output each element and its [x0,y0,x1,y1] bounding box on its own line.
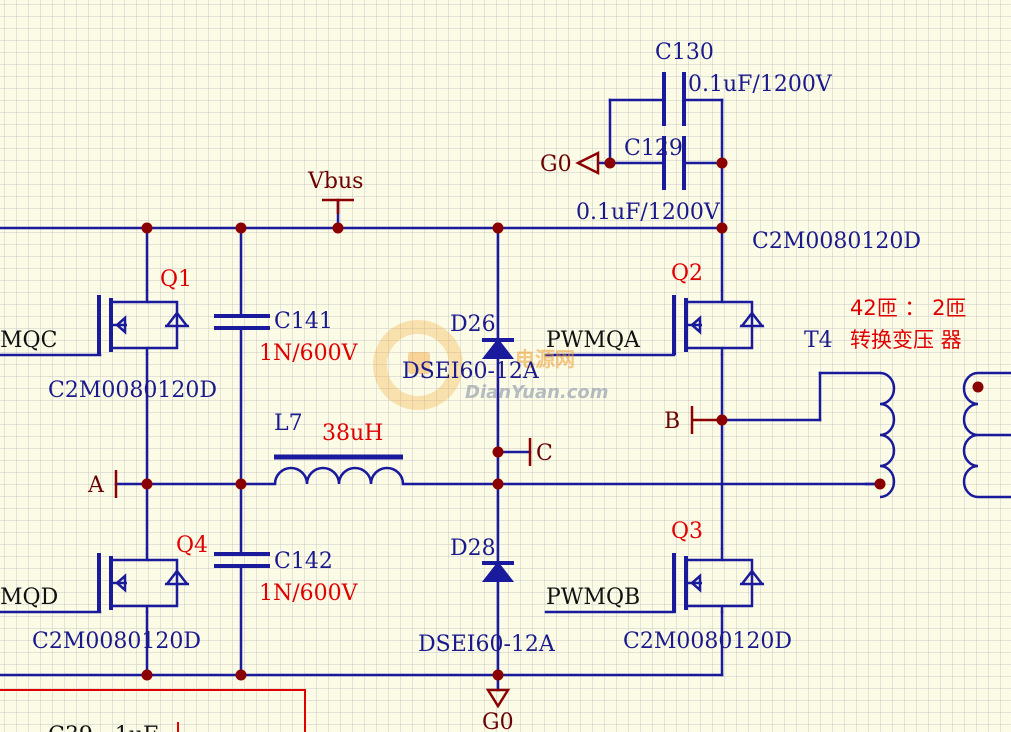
label-q1-ref: Q1 [160,267,192,292]
label-q2-ref: Q2 [671,261,703,286]
label-q2-part-top: C2M0080120D [752,229,921,254]
label-pwmqd: MQD [0,585,58,610]
watermark-url: DianYuan.com [465,382,609,403]
capacitor-c142[interactable] [214,552,270,568]
mosfet-q4[interactable] [97,548,190,613]
label-d28-ref: D28 [450,536,496,561]
transformer-t4[interactable] [866,371,1011,499]
label-q3-part: C2M0080120D [623,629,792,654]
label-c142-value: 1N/600V [259,581,359,606]
label-transformer-ratio: 42匝 ： 2匝 [850,296,966,320]
mosfet-q3[interactable] [672,548,765,613]
label-c141-value: 1N/600V [259,341,359,366]
label-transformer-desc: 转换变压 器 [850,328,962,352]
red-wires [0,689,306,732]
capacitor-c129[interactable] [662,136,686,190]
label-pwmqb: PWMQB [546,585,640,610]
mosfet-q2[interactable] [672,290,765,355]
label-q1-part: C2M0080120D [48,378,217,403]
label-vbus: Vbus [307,169,363,194]
capacitor-c141[interactable] [214,314,270,330]
label-g0-bottom: G0 [482,710,514,732]
label-d26-ref: D26 [450,312,496,337]
label-q4-part: C2M0080120D [32,629,201,654]
label-pwmqc: MQC [0,328,57,353]
inductor-l7[interactable] [273,454,405,485]
label-pwmqa: PWMQA [546,328,641,353]
label-q4-ref: Q4 [176,533,208,558]
label-c129-ref: C129 [624,136,683,161]
wires [0,98,882,692]
label-net-c: C [536,441,553,466]
label-net-b: B [664,409,680,434]
mosfet-q1[interactable] [97,290,190,355]
diode-d28[interactable] [481,561,515,582]
watermark-site: 电源网 [515,347,575,371]
label-c130-value: 0.1uF/1200V [688,72,833,97]
label-c130-ref: C130 [655,40,714,65]
watermark-logo [373,320,463,410]
port-g0-bottom [485,688,511,709]
port-vbus [322,198,354,214]
capacitor-c130[interactable] [662,72,686,126]
label-net-a: A [87,473,105,498]
label-d26-part: DSEI60-12A [402,359,540,384]
label-l7-ref: L7 [274,411,303,436]
label-c129-value: 0.1uF/1200V [576,200,721,225]
label-clipped-text: C39…1uF [48,723,158,732]
label-t4-ref: T4 [804,328,833,353]
label-c142-ref: C142 [274,549,333,574]
label-q3-ref: Q3 [671,519,703,544]
label-g0-top: G0 [540,152,572,177]
label-c141-ref: C141 [274,309,333,334]
diode-d26[interactable] [481,338,515,359]
port-g0-top [575,150,600,176]
label-d28-part: DSEI60-12A [418,632,556,657]
label-l7-value: 38uH [322,421,383,446]
junctions [141,157,728,681]
